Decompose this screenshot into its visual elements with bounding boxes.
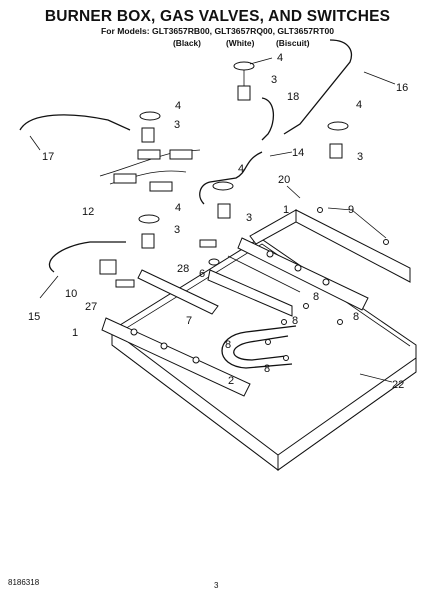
callout-28: 28	[177, 263, 189, 275]
callout-3: 3	[357, 151, 363, 163]
callout-3: 3	[174, 119, 180, 131]
leader-lines	[29, 57, 396, 383]
callout-2: 2	[228, 375, 234, 387]
callout-3: 3	[246, 212, 252, 224]
callout-1: 1	[72, 327, 78, 339]
burner-rail-rear	[237, 237, 369, 311]
page-number: 3	[214, 581, 219, 590]
connector-block	[199, 239, 217, 248]
gas-tube-15	[48, 241, 126, 273]
callout-4: 4	[277, 52, 283, 64]
finish-black: (Black)	[173, 38, 201, 48]
callout-4: 4	[175, 100, 181, 112]
model-list: For Models: GLT3657RB00, GLT3657RQ00, GL…	[100, 26, 335, 36]
callout-8: 8	[313, 291, 319, 303]
callout-9: 9	[348, 204, 354, 216]
callout-7: 7	[186, 315, 192, 327]
burner-rail-front	[101, 317, 251, 397]
gas-tube-14	[199, 151, 263, 205]
gas-tube-18	[261, 97, 274, 141]
center-burner-frame	[137, 255, 301, 317]
gas-valve-right-front	[327, 121, 349, 159]
callout-27: 27	[85, 301, 97, 313]
grommet	[208, 258, 220, 266]
diagram-title: BURNER BOX, GAS VALVES, AND SWITCHES	[44, 8, 391, 25]
finish-white: (White)	[226, 38, 255, 48]
terminal-block	[115, 279, 135, 288]
callout-8: 8	[264, 363, 270, 375]
callout-1: 1	[283, 204, 289, 216]
callout-6: 6	[199, 268, 205, 280]
spark-module	[99, 259, 117, 275]
callout-12: 12	[82, 206, 94, 218]
callout-4: 4	[175, 202, 181, 214]
callout-4: 4	[356, 99, 362, 111]
callout-18: 18	[287, 91, 299, 103]
callout-17: 17	[42, 151, 54, 163]
finish-biscuit: (Biscuit)	[276, 38, 310, 48]
gas-tube-17	[19, 114, 131, 131]
callout-8: 8	[225, 339, 231, 351]
screws	[265, 207, 389, 361]
gas-valve-left-rear	[139, 111, 161, 143]
callout-8: 8	[292, 315, 298, 327]
callout-16: 16	[396, 82, 408, 94]
u-burner-tube	[221, 325, 297, 369]
gas-valve-center	[212, 181, 234, 219]
callout-10: 10	[65, 288, 77, 300]
rear-manifold-bar	[249, 209, 411, 283]
document-number: 8186318	[8, 578, 40, 587]
callout-3: 3	[271, 74, 277, 86]
switch-harness	[99, 149, 201, 192]
callout-14: 14	[292, 147, 304, 159]
callout-numbers: 4 3 18 16 4 3 4 3 14 17 4 20 12 4 3 1 9 …	[28, 52, 408, 391]
callout-8: 8	[353, 311, 359, 323]
gas-valve-left-front	[138, 214, 160, 249]
callout-3: 3	[174, 224, 180, 236]
callout-20: 20	[278, 174, 290, 186]
callout-15: 15	[28, 311, 40, 323]
callout-22: 22	[392, 379, 404, 391]
callout-4: 4	[238, 163, 244, 175]
gas-valve-right-rear	[233, 61, 255, 101]
gas-tube-16	[283, 39, 353, 135]
